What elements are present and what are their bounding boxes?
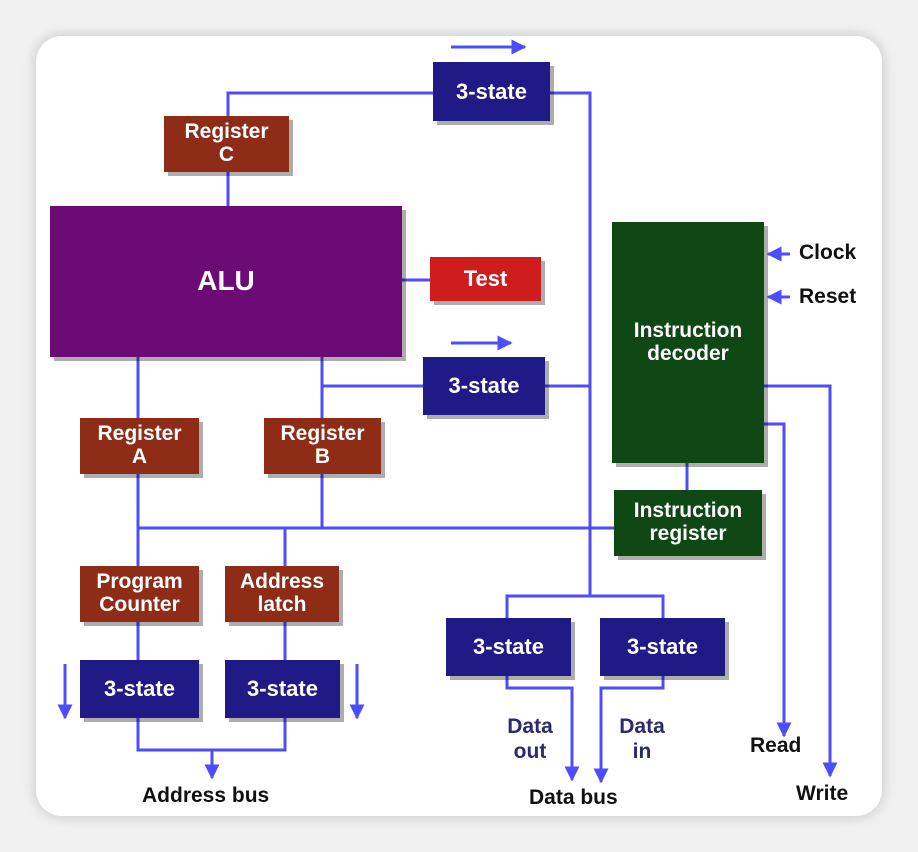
- wire-top3state-bus: [550, 91, 592, 596]
- tristate-pc: 3-state: [80, 660, 199, 718]
- tristate-latch: 3-state: [225, 660, 340, 718]
- tristate-data-out: 3-state: [446, 618, 571, 676]
- clock-label: Clock: [799, 241, 857, 264]
- data-in-label: Data in: [619, 715, 665, 764]
- wire-read: [764, 422, 792, 738]
- instruction-register: Instruction register: [614, 490, 762, 556]
- instruction-decoder: Instruction decoder: [612, 222, 764, 463]
- read-label: Read: [750, 734, 802, 757]
- wire-data-in: [593, 676, 665, 784]
- test-block: Test: [430, 257, 541, 301]
- data-out-label: Data out: [507, 715, 553, 764]
- address-latch: Address latch: [225, 566, 339, 622]
- register-b: Register B: [264, 418, 381, 474]
- wire-data-split: [505, 594, 665, 618]
- alu-block: ALU: [50, 206, 402, 357]
- tristate-mid: 3-state: [423, 357, 545, 415]
- wire-write: [764, 384, 838, 778]
- wire-regc-top: [226, 91, 435, 116]
- register-a: Register A: [80, 418, 199, 474]
- wire-address-bus: [136, 718, 287, 752]
- write-label: Write: [796, 782, 849, 805]
- address-bus-label: Address bus: [142, 784, 270, 807]
- wire-data-out: [505, 676, 580, 782]
- data-bus-label: Data bus: [529, 786, 618, 809]
- reset-label: Reset: [799, 285, 857, 308]
- tristate-top: 3-state: [433, 62, 550, 121]
- register-c: Register C: [164, 116, 289, 172]
- tristate-data-in: 3-state: [600, 618, 725, 676]
- program-counter: Program Counter: [80, 566, 199, 622]
